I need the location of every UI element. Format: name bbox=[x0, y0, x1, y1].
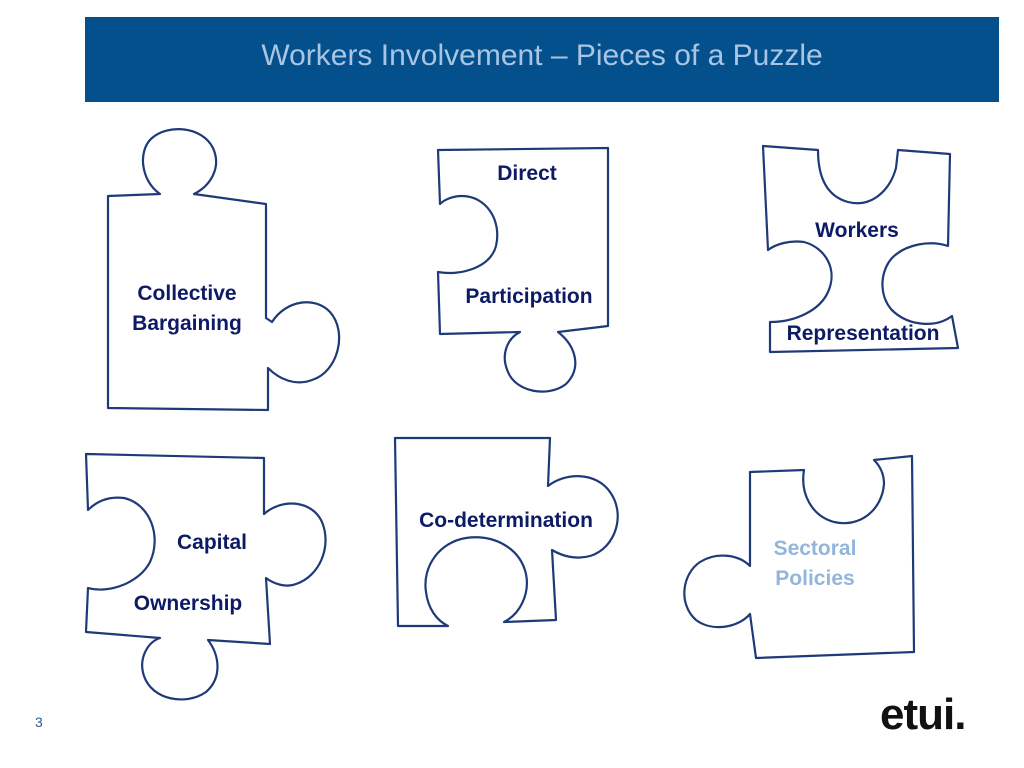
label-participation: Participation bbox=[444, 282, 614, 312]
label-sectoral-policies: Sectoral Policies bbox=[750, 534, 880, 594]
puzzle-piece-workers-representation bbox=[761, 144, 960, 354]
label-direct: Direct bbox=[462, 159, 592, 189]
puzzle-piece-collective-bargaining bbox=[106, 128, 341, 412]
label-ownership-text: Ownership bbox=[133, 592, 243, 615]
label-sectoral-text: Sectoral bbox=[773, 537, 857, 560]
etui-logo: etui. bbox=[880, 690, 966, 739]
puzzle-piece-direct-participation bbox=[436, 146, 610, 393]
label-policies-text: Policies bbox=[775, 567, 855, 590]
label-capital: Capital bbox=[150, 528, 274, 558]
label-codetermination-text: Co-determination bbox=[419, 509, 593, 532]
label-direct-text: Direct bbox=[497, 162, 557, 185]
title-bar: Workers Involvement – Pieces of a Puzzle bbox=[85, 17, 999, 102]
label-collective-bargaining: Collective Bargaining bbox=[112, 279, 262, 339]
puzzle-piece-capital-ownership bbox=[84, 452, 327, 701]
slide-title: Workers Involvement – Pieces of a Puzzle bbox=[261, 39, 823, 72]
label-collective: Collective bbox=[137, 282, 237, 305]
label-capital-text: Capital bbox=[176, 531, 247, 554]
label-codetermination: Co-determination bbox=[396, 506, 616, 536]
label-workers: Workers bbox=[792, 216, 922, 246]
label-participation-text: Participation bbox=[465, 285, 593, 308]
label-bargaining: Bargaining bbox=[132, 312, 242, 335]
label-representation: Representation bbox=[766, 319, 960, 349]
page-number: 3 bbox=[35, 714, 43, 730]
label-representation-text: Representation bbox=[786, 322, 940, 345]
label-ownership: Ownership bbox=[112, 589, 264, 619]
puzzle-piece-codetermination bbox=[393, 436, 619, 628]
puzzle-piece-sectoral-policies bbox=[683, 454, 916, 660]
label-workers-text: Workers bbox=[815, 219, 899, 242]
